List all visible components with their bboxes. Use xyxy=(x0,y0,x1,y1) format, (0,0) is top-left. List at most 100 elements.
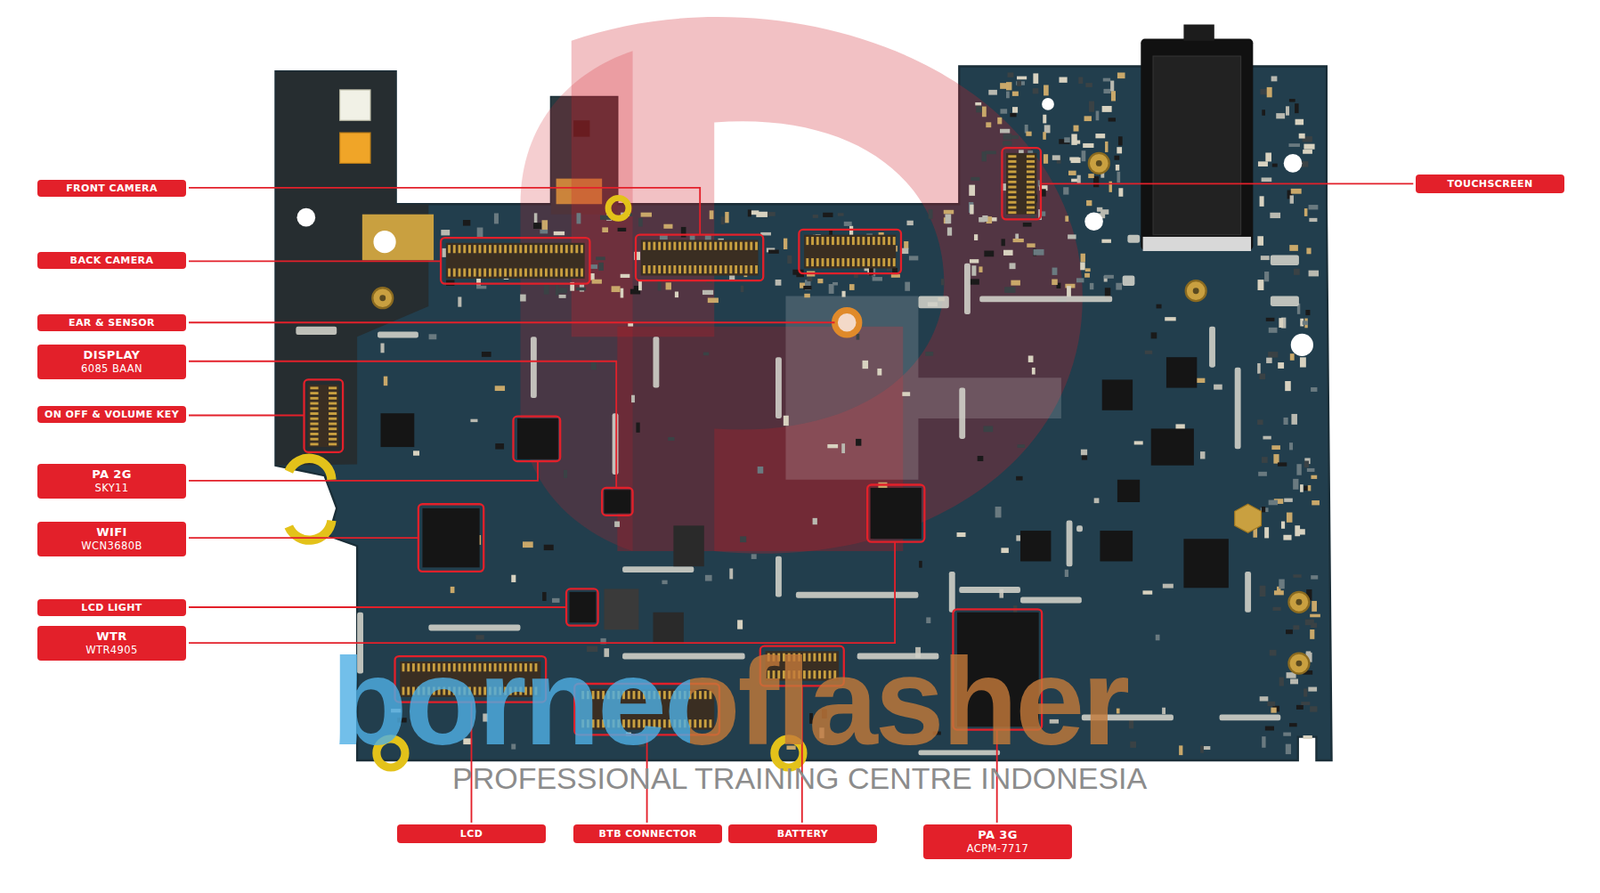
smd-part xyxy=(997,117,1002,125)
smd-part xyxy=(481,351,492,358)
connector-pin xyxy=(309,386,318,390)
connector-pin xyxy=(739,242,743,251)
smd-part xyxy=(855,438,861,447)
smd-part xyxy=(558,287,568,293)
connector-pin xyxy=(328,438,337,441)
connector-pin xyxy=(663,242,666,251)
connector-pin xyxy=(328,397,337,400)
smd-part xyxy=(1012,106,1018,114)
connector-pin xyxy=(673,242,676,251)
smd-part xyxy=(877,368,882,376)
smd-part xyxy=(1302,149,1313,155)
connector-pin xyxy=(841,258,845,267)
btb-connector xyxy=(641,239,759,276)
smd-part xyxy=(1296,463,1301,475)
connector-pin xyxy=(509,268,512,277)
smd-part xyxy=(1101,239,1112,244)
gold-pad xyxy=(1234,503,1262,533)
smd-part xyxy=(470,419,478,423)
connector-pin xyxy=(831,236,835,245)
smd-part xyxy=(1134,440,1144,445)
connector-pin xyxy=(668,265,672,274)
smd-part xyxy=(1032,249,1044,256)
audio-jack xyxy=(1140,39,1253,251)
connector-pin xyxy=(755,265,758,274)
shield-frame xyxy=(1209,326,1216,368)
shield-frame xyxy=(612,413,619,475)
shield-frame xyxy=(1076,525,1083,532)
smd-part xyxy=(1064,215,1069,221)
smd-part xyxy=(1257,363,1261,374)
connector-pin xyxy=(1007,180,1016,184)
connector-pin xyxy=(816,236,820,245)
connector-pin xyxy=(1007,195,1016,199)
smd-part xyxy=(631,395,635,403)
smd-part xyxy=(457,296,462,307)
smd-part xyxy=(1285,105,1290,115)
connector-pin xyxy=(719,265,723,274)
connector-pin xyxy=(473,268,477,277)
smd-part xyxy=(1292,574,1301,578)
connector-pin xyxy=(544,244,548,253)
connector-pin xyxy=(1007,170,1016,173)
smd-part xyxy=(592,279,602,285)
smd-part xyxy=(1283,498,1293,503)
connector-pin xyxy=(714,242,717,251)
smd-part xyxy=(1304,461,1309,469)
smd-part xyxy=(1088,173,1095,179)
connector-pin xyxy=(488,244,492,253)
connector-pin xyxy=(309,438,318,441)
smd-part xyxy=(1266,317,1276,322)
smd-part xyxy=(1010,280,1021,286)
connector-pin xyxy=(678,242,682,251)
callout-label: BTB CONNECTOR xyxy=(573,824,723,844)
connector-pin xyxy=(852,236,855,245)
smd-part xyxy=(1269,649,1277,657)
connector-pin xyxy=(841,236,845,245)
smd-part xyxy=(969,204,974,215)
smd-part xyxy=(1264,271,1269,282)
connector-pin xyxy=(689,265,692,274)
smd-part xyxy=(1080,449,1088,456)
btb-connector xyxy=(804,235,896,269)
smd-part xyxy=(1044,124,1051,133)
smd-part xyxy=(663,224,673,229)
connector-pin xyxy=(1007,186,1016,189)
smd-part xyxy=(1096,110,1100,121)
connector-pin xyxy=(739,265,743,274)
connector-pin xyxy=(734,242,738,251)
smd-part xyxy=(904,282,910,292)
smd-part xyxy=(1161,707,1166,715)
shield-frame xyxy=(295,326,337,335)
connector-pin xyxy=(524,244,528,253)
connector-pin xyxy=(575,244,578,253)
smd-part xyxy=(495,385,505,391)
smd-part xyxy=(667,437,675,441)
connector-pin xyxy=(309,406,318,410)
connector-pin xyxy=(473,244,477,253)
flash-led xyxy=(340,132,371,163)
smd-part xyxy=(1270,707,1276,714)
smd-part xyxy=(925,351,934,357)
connector-pin xyxy=(678,265,682,274)
smd-part xyxy=(1264,527,1269,538)
smd-part xyxy=(978,217,985,223)
connector-pin xyxy=(887,258,891,267)
smd-part xyxy=(1081,150,1087,162)
connector-pin xyxy=(642,242,646,251)
connector-pin xyxy=(857,258,861,267)
gold-ring xyxy=(608,197,629,219)
smd-part xyxy=(1262,436,1271,440)
smd-part xyxy=(1304,208,1308,217)
connector-pin xyxy=(1007,211,1016,214)
smd-part xyxy=(1309,614,1321,618)
smd-part xyxy=(1006,81,1012,90)
smd-part xyxy=(970,177,980,181)
smd-part xyxy=(1289,98,1296,102)
smd-part xyxy=(702,290,714,295)
smd-part xyxy=(1084,273,1090,278)
smd-part xyxy=(837,212,845,216)
connector-pin xyxy=(1007,165,1016,169)
smd-part xyxy=(1257,235,1264,246)
smd-part xyxy=(1267,701,1276,707)
